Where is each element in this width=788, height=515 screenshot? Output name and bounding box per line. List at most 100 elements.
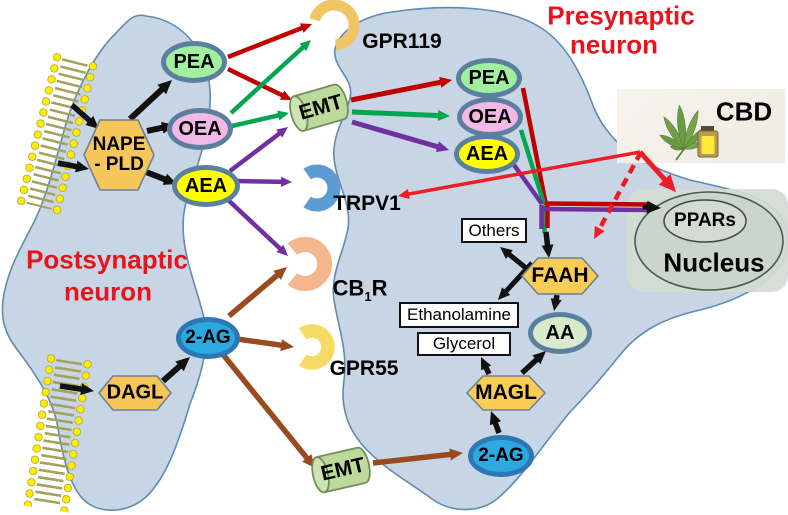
line-junction-to-ppars-red [544,201,650,207]
cb1r-receptor-icon [287,237,332,291]
presynaptic-title-line1: Presynaptic [547,0,695,31]
postsynaptic-title-line1: Postsynaptic [26,244,188,275]
arrow-junction-to-faah-head [541,244,554,258]
arrow-cbd-to-ppars-head [658,174,676,192]
ppars-ellipse [663,199,747,243]
arrow-2ag-to-cb1r [227,269,283,319]
glycerol-label: Glycerol [432,334,496,353]
pea-pre-label: PEA [468,66,510,89]
arrow-emt-to-pea-pre [350,78,446,103]
arrow-2ag-pre-to-magl-head [489,411,502,426]
arrow-oea-to-emt [231,112,284,129]
aea-pre-label: AEA [465,142,509,165]
2ag-pre-node: 2-AG [468,435,534,477]
arrow-2ag-to-gpr55 [236,336,287,349]
arrow-2ag-to-emt-bottom [218,350,313,464]
arrow-emt-to-aea-pre-head [435,141,449,152]
oea-post-label: OEA [178,117,222,140]
arrow-2ag-to-gpr55-head [280,339,294,352]
oea-post-node: OEA [167,108,233,150]
arrow-magl-to-aa-head [532,351,546,365]
dagl-label: DAGL [106,381,164,404]
arrow-faah-to-aa-head [550,298,562,311]
napepld-hexagon [83,119,155,191]
arrow-faah-to-ethanolamine-head [498,287,511,300]
arrow-oea-to-gpr119 [229,42,308,115]
oea-pre-label: OEA [468,105,512,128]
trpv1-receptor-icon [303,164,341,212]
gpr119-label: GPR119 [362,29,442,53]
trpv1-label: TRPV1 [333,191,401,215]
emt-transporter-top [289,83,349,132]
arrow-oea-to-gpr119-head [299,40,311,52]
gpr119-receptor-icon [309,0,360,51]
cbd-label: CBD [715,96,773,127]
cbd-oil-vial-icon [697,126,719,158]
oea-pre-node: OEA [457,97,523,137]
arrow-cbd-to-trpv1 [404,150,641,197]
2ag-pre-label: 2-AG [478,445,524,466]
arrow-aea-to-trpv1-head [280,176,292,187]
nucleus-label: Nucleus [663,247,765,278]
arrow-emt-to-oea-pre-head [437,109,450,122]
2ag-post-label: 2-AG [185,327,231,348]
arrow-cbd-to-trpv1-head [398,189,410,200]
arrow-napepld-to-pea [127,83,168,122]
ethanolamine-box: Ethanolamine [399,302,519,328]
line-oea-pre-to-junction [518,129,547,205]
arrow-magl-to-glycerol-head [481,357,492,371]
line-pea-pre-to-junction [520,87,549,206]
pea-post-node: PEA [161,41,227,83]
postsynaptic-title-line2: neuron [63,276,153,307]
aa-label: AA [545,321,575,344]
faah-hexagon [520,257,600,295]
dagl-hexagon [97,375,173,411]
ppars-label: PPARs [674,210,736,232]
arrow-dagl-to-2ag-head [175,357,190,372]
line-aea-pre-to-junction [512,163,544,206]
arrow-oea-to-emt-head [277,110,289,121]
magl-hexagon [465,375,547,411]
arrow-pea-to-emt [227,66,288,100]
emt-transporter-bottom [311,446,371,494]
arrow-emt-bottom-to-2ag-pre [372,451,456,466]
arrow-emt-bottom-to-2ag-pre-head [449,448,463,461]
aea-post-label: AEA [184,174,228,197]
arrow-pea-to-emt-head [279,90,292,100]
2ag-post-node: 2-AG [176,317,240,359]
arrow-membrane-to-napepld-2-head [75,160,89,173]
arrow-emt-to-pea-pre-head [439,76,452,88]
faah-label: FAAH [531,263,589,287]
arrow-napepld-to-pea-head [157,80,172,95]
presynaptic-title-line2: neuron [569,29,659,60]
pea-post-label: PEA [173,50,215,73]
arrow-pea-to-gpr119-head [299,23,312,33]
arrow-faah-to-ethanolamine [501,261,534,297]
ethanolamine-label: Ethanolamine [407,305,511,324]
arrow-cbd-to-faah-dashed-head [594,225,605,239]
arrow-emt-to-aea-pre [351,119,443,151]
cb1r-label: CB1R [332,275,388,304]
arrow-pea-to-gpr119 [227,24,307,60]
aa-node: AA [528,312,592,354]
arrow-aea-to-emt [228,129,285,173]
aea-post-node: AEA [172,165,240,207]
line-junction-to-ppars-purple [543,206,650,213]
arrow-cbd-to-faah-dashed [595,150,643,234]
arrow-aea-to-cb1r [224,196,285,254]
arrow-bundle-to-ppars-head [646,200,661,214]
arrow-cbd-to-ppars [638,150,672,187]
napepld-label: NAPE - PLD [92,134,146,175]
gpr55-label: GPR55 [329,356,399,380]
aea-pre-node: AEA [454,134,520,174]
others-label: Others [468,220,520,240]
arrow-faah-to-others-head [500,247,513,259]
arrow-aea-to-trpv1 [234,178,286,185]
arrow-aea-to-emt-head [276,127,288,138]
others-box: Others [461,218,527,243]
glycerol-box: Glycerol [417,332,511,356]
